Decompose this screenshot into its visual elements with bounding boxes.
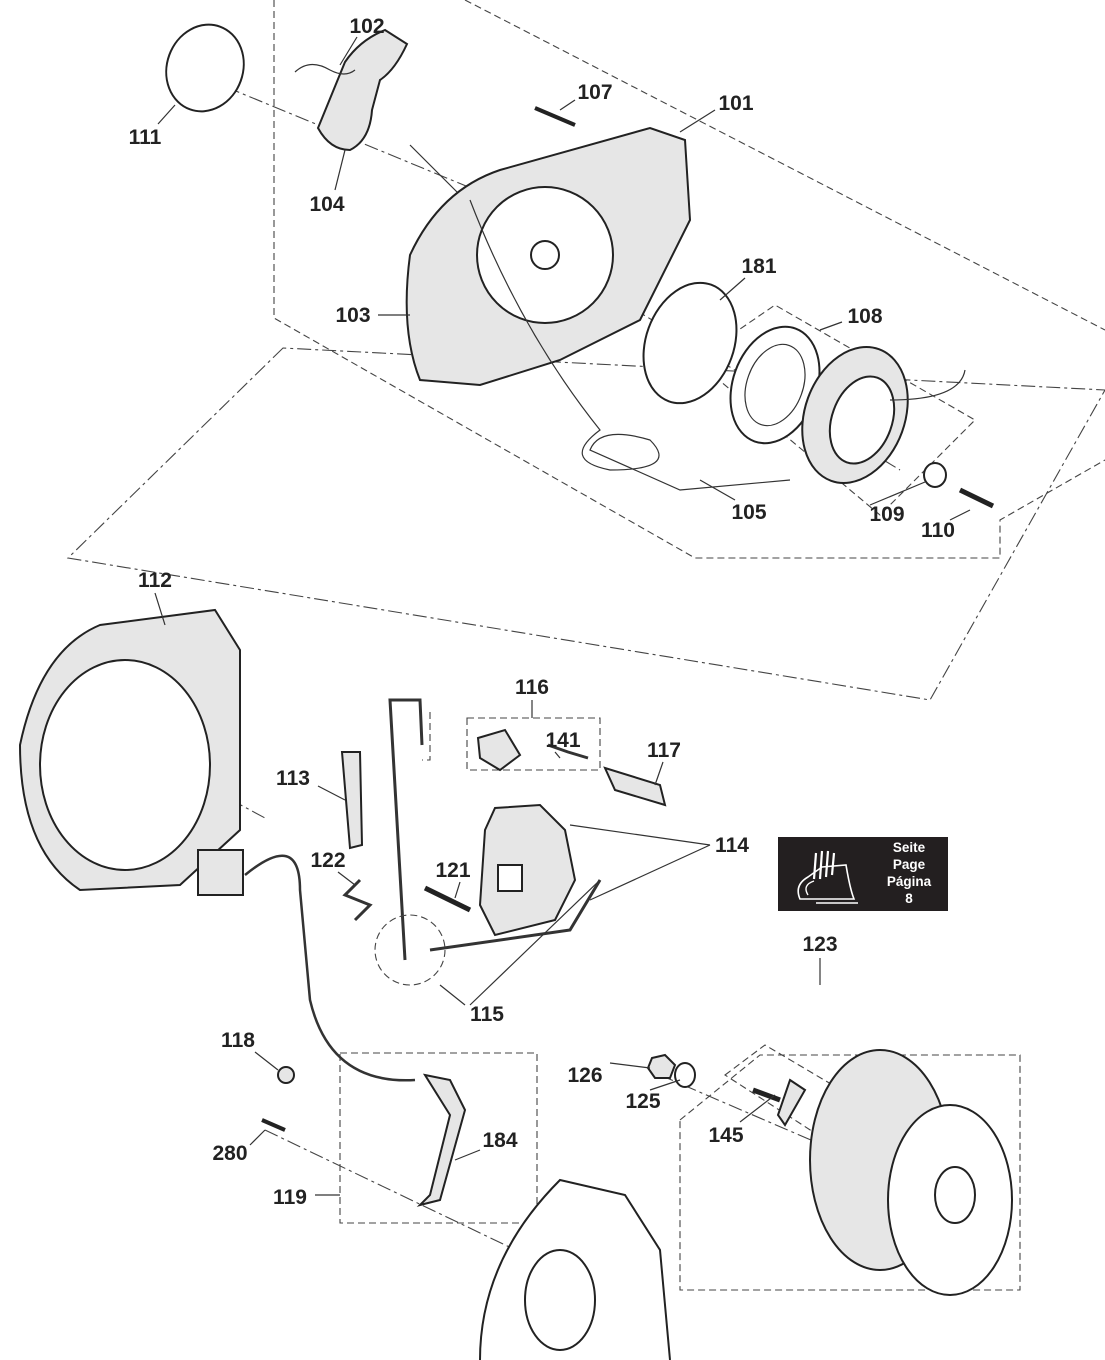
part-label-117: 117 (647, 739, 681, 762)
part-label-280: 280 (212, 1142, 247, 1165)
part-label-110: 110 (921, 519, 955, 542)
page-reference-badge[interactable]: Seite Page Página 8 (778, 837, 948, 911)
group-119-boundary (339, 1052, 538, 1224)
part-label-121: 121 (435, 859, 470, 882)
part-label-123: 123 (802, 933, 837, 956)
group-101-boundary (273, 0, 1105, 559)
part-label-112: 112 (138, 569, 172, 592)
part-label-119: 119 (273, 1186, 307, 1209)
clip-122 (342, 878, 373, 922)
part-label-108: 108 (847, 305, 882, 328)
part-label-109: 109 (869, 503, 904, 526)
washer-109 (923, 462, 947, 488)
part-label-101: 101 (718, 92, 753, 115)
part-label-104: 104 (309, 193, 344, 216)
part-label-145: 145 (708, 1124, 743, 1147)
spark-plug-117 (603, 766, 667, 807)
part-label-184: 184 (482, 1129, 517, 1152)
part-label-125: 125 (625, 1090, 660, 1113)
part-label-114: 114 (715, 834, 749, 857)
part-label-113: 113 (276, 767, 310, 790)
part-label-122: 122 (310, 849, 345, 872)
washer-125 (674, 1062, 696, 1088)
part-label-105: 105 (731, 501, 766, 524)
pawl-145 (776, 1078, 807, 1127)
part-label-107: 107 (577, 81, 612, 104)
tube-113 (340, 751, 364, 850)
part-label-111: 111 (129, 126, 162, 149)
page-ref-seite: Seite (892, 840, 926, 855)
starter-grip-104 (316, 28, 409, 152)
page-ref-number: 8 (905, 891, 913, 906)
ignition-module-114 (478, 803, 577, 937)
part-label-118: 118 (221, 1029, 255, 1052)
washer-181 (642, 281, 738, 405)
o-ring-111 (165, 23, 245, 113)
shoe-icon (797, 850, 858, 904)
switch (197, 849, 244, 896)
part-label-141: 141 (545, 729, 580, 752)
part-label-126: 126 (567, 1064, 602, 1087)
nut-126 (646, 1053, 677, 1079)
contact-spring-184 (416, 1073, 467, 1207)
group-116-boundary (466, 717, 601, 771)
short-circuit-wire (244, 854, 416, 1082)
spark-plug-boot-116 (476, 728, 522, 772)
page-ref-pagina: Página (886, 874, 932, 889)
part-label-181: 181 (741, 255, 776, 278)
part-label-115: 115 (470, 1003, 504, 1026)
part-label-116: 116 (515, 676, 549, 699)
bracket-115 (388, 698, 602, 961)
starter-rope-105 (469, 199, 966, 491)
part-label-103: 103 (335, 304, 370, 327)
grommet-118 (277, 1066, 295, 1084)
part-label-102: 102 (349, 15, 384, 38)
page-ref-page: Page (892, 857, 926, 872)
